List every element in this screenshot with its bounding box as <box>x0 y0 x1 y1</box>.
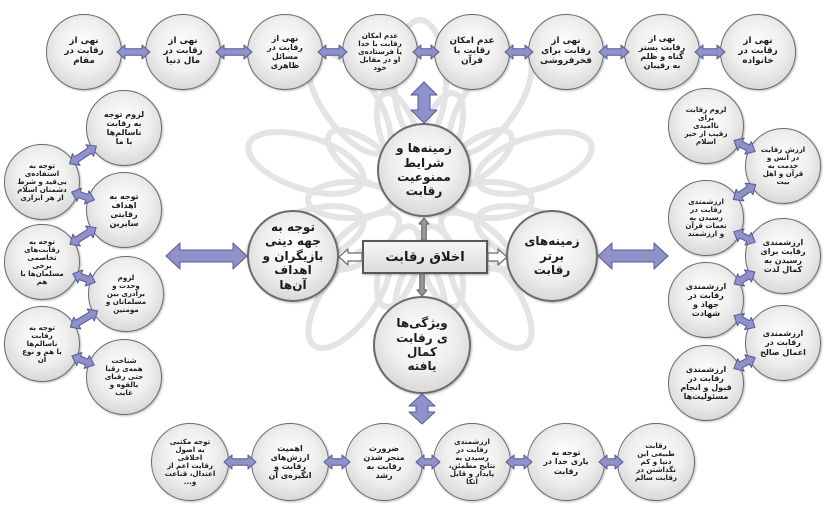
left-inner-node: لزوم وحدت و برادری بین مسلمانان و مومنین <box>88 256 164 332</box>
node-label: ارزش رقابت در انس و خدمت به قرآن و اهل ب… <box>760 144 806 187</box>
node-label: توجه به یاری خدا در رقابت <box>543 448 589 476</box>
node-label: توجه مکتبی به اصول اخلاقی رقابت اعم از ا… <box>164 436 216 487</box>
node-label: شناخت همه‌ی رقبا حتی رقبای بالقوه و غایب <box>104 355 144 398</box>
node-label: عدم امکان رقابت با خدا یا فرستاده‌ی او د… <box>358 30 402 73</box>
left-inner-node: لزوم توجه به رقابت ناسالم‌ها با ما <box>86 90 162 166</box>
prohibition-node-position: نهی از رقابت در مقام <box>46 14 122 90</box>
perfect-competition-features-circle: ویژگی‌ها ی رقابت کمال یافته <box>373 296 471 394</box>
node-label: لزوم رقابت برای ناامیدی رقیب از خیر اسلا… <box>684 104 728 147</box>
left-inner-node: شناخت همه‌ی رقبا حتی رقبای بالقوه و غایب <box>86 339 162 415</box>
right-inner-node: ارزشمندی رقابت در رسیدن به نعمات قرآن و … <box>668 180 744 256</box>
central-topic-box: اخلاق رقابت <box>362 240 488 274</box>
node-label: اهمیت ارزش‌های رقابت و انگیزه‌ی آن <box>268 443 312 481</box>
right-outer-node: ارزشمندی رقابت برای رسیدن به کمال لذت <box>745 218 821 294</box>
impossibility-node-quran: عدم امکان رقابت با قرآن <box>434 14 510 90</box>
prohibition-node-boasting: نهی از رقابت برای فخرفروشی <box>528 14 604 90</box>
feature-node-reliable-results: ارزشمندی رقابت در رسیدن به نتایج مطمئن، … <box>433 423 511 501</box>
feature-node-natural-competition: رقابت طبیعی این دنیا و کم نگذاشتن در رقا… <box>617 423 695 501</box>
node-label: ارزشمندی رقابت در جهاد و شهادت <box>685 281 727 319</box>
prohibition-grounds-circle: زمینه‌ها و شرایط ممنوعیت رقابت <box>377 123 471 217</box>
main-label: زمینه‌ها و شرایط ممنوعیت رقابت <box>396 141 452 199</box>
node-label: توجه به استفاده‌ی بی‌قید و شرط دشمنان اس… <box>17 160 67 203</box>
node-label: لزوم توجه به رقابت ناسالم‌ها با ما <box>103 109 145 147</box>
right-outer-node: ارزشمندی رقابت در اعمال صالح <box>745 305 821 381</box>
node-label: ارزشمندی رقابت در رسیدن به نتایج مطمئن، … <box>448 436 496 487</box>
watermark-petal <box>473 128 595 197</box>
feature-node-ethical-principles: توجه مکتبی به اصول اخلاقی رقابت اعم از ا… <box>151 423 229 501</box>
node-label: توجه به اهداف رقابتی سایرین <box>109 191 139 229</box>
node-label: لزوم وحدت و برادری بین مسلمانان و مومنین <box>105 272 147 315</box>
religious-orientation-circle: توجه به جهه دینی بازیگران و اهداف آن‌ها <box>247 210 339 302</box>
node-label: نهی از رقابت در مقام <box>64 36 104 66</box>
node-label: ارزشمندی رقابت در رسیدن به نعمات قرآن و … <box>685 196 727 239</box>
left-inner-node: توجه به اهداف رقابتی سایرین <box>86 172 162 248</box>
main-label: ویژگی‌ها ی رقابت کمال یافته <box>396 316 448 374</box>
node-label: ارزشمندی رقابت در اعمال صالح <box>760 329 806 357</box>
node-label: ارزشمندی رقابت برای رسیدن به کمال لذت <box>760 237 806 275</box>
superior-grounds-circle: زمینه‌های برتر رقابت <box>506 210 598 302</box>
node-label: نهی از رقابت در مسائل ظاهری <box>267 33 303 71</box>
feature-node-values-motivation: اهمیت ارزش‌های رقابت و انگیزه‌ی آن <box>251 423 329 501</box>
left-outer-node: توجه به استفاده‌ی بی‌قید و شرط دشمنان اس… <box>4 144 80 220</box>
node-label: توجه به رقابت‌های تخاصمی برخی مسلمان‌ها … <box>20 236 64 287</box>
prohibition-node-worldly-wealth: نهی از رقابت در مال دنیا <box>145 14 221 90</box>
node-label: نهی از رقابت در مال دنیا <box>163 36 203 66</box>
node-label: نهی از رقابت در خانواده <box>738 36 778 66</box>
right-inner-node: ارزشمندی رقابت در قبول و انجام مسئولیت‌ه… <box>668 345 744 421</box>
node-label: عدم امکان رقابت با قرآن <box>449 36 495 66</box>
right-outer-node: ارزش رقابت در انس و خدمت به قرآن و اهل ب… <box>745 128 821 204</box>
main-label: زمینه‌های برتر رقابت <box>524 234 580 278</box>
right-inner-node: ارزشمندی رقابت در جهاد و شهادت <box>668 262 744 338</box>
prohibition-node-appearances: نهی از رقابت در مسائل ظاهری <box>247 14 323 90</box>
main-label: توجه به جهه دینی بازیگران و اهداف آن‌ها <box>262 220 324 292</box>
prohibition-node-family: نهی از رقابت در خانواده <box>720 14 796 90</box>
feature-node-growth: ضرورت منجر شدن رقابت به رشد <box>345 423 423 501</box>
node-label: رقابت طبیعی این دنیا و کم نگذاشتن در رقا… <box>635 440 677 483</box>
left-outer-node: توجه به رقابت ناسالم‌ها با هم و نوع آن <box>4 306 80 382</box>
node-label: نهی از رقابت بستر گناه و ظلم به رقیبان <box>638 33 686 71</box>
node-label: ضرورت منجر شدن رقابت به رشد <box>363 443 405 481</box>
central-topic-label: اخلاق رقابت <box>385 249 465 265</box>
impossibility-node-god: عدم امکان رقابت با خدا یا فرستاده‌ی او د… <box>342 14 418 90</box>
node-label: نهی از رقابت برای فخرفروشی <box>540 36 592 66</box>
prohibition-node-sin-oppression: نهی از رقابت بستر گناه و ظلم به رقیبان <box>624 14 700 90</box>
feature-node-divine-help: توجه به یاری خدا در رقابت <box>527 423 605 501</box>
node-label: توجه به رقابت ناسالم‌ها با هم و نوع آن <box>22 322 62 365</box>
node-label: ارزشمندی رقابت در قبول و انجام مسئولیت‌ه… <box>680 364 732 402</box>
watermark-petal <box>245 128 367 197</box>
right-inner-node: لزوم رقابت برای ناامیدی رقیب از خیر اسلا… <box>668 88 744 164</box>
left-outer-node: توجه به رقابت‌های تخاصمی برخی مسلمان‌ها … <box>4 224 80 300</box>
